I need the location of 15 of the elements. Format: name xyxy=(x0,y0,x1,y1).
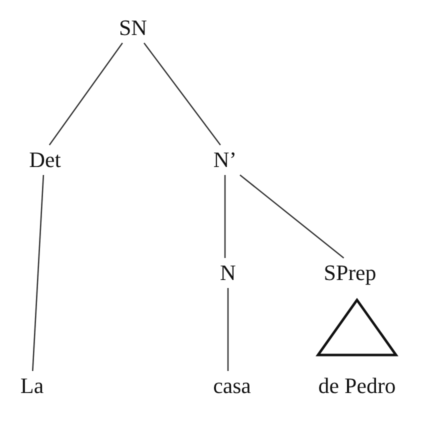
tree-branch xyxy=(144,42,221,146)
tree-label: N xyxy=(219,260,237,286)
tree-label: de Pedro xyxy=(317,373,397,399)
tree-branch xyxy=(227,288,229,371)
tree-branch xyxy=(48,42,123,146)
tree-label: La xyxy=(19,373,45,399)
tree-branch xyxy=(240,174,344,258)
tree-label: Det xyxy=(28,147,62,173)
triangle-shape xyxy=(316,298,398,356)
tree-label: SPrep xyxy=(322,260,378,286)
tree-label: SN xyxy=(118,15,148,41)
tree-label: N’ xyxy=(212,147,238,173)
tree-branch xyxy=(224,175,226,258)
tree-label: casa xyxy=(212,373,252,399)
tree-branch xyxy=(32,174,44,372)
